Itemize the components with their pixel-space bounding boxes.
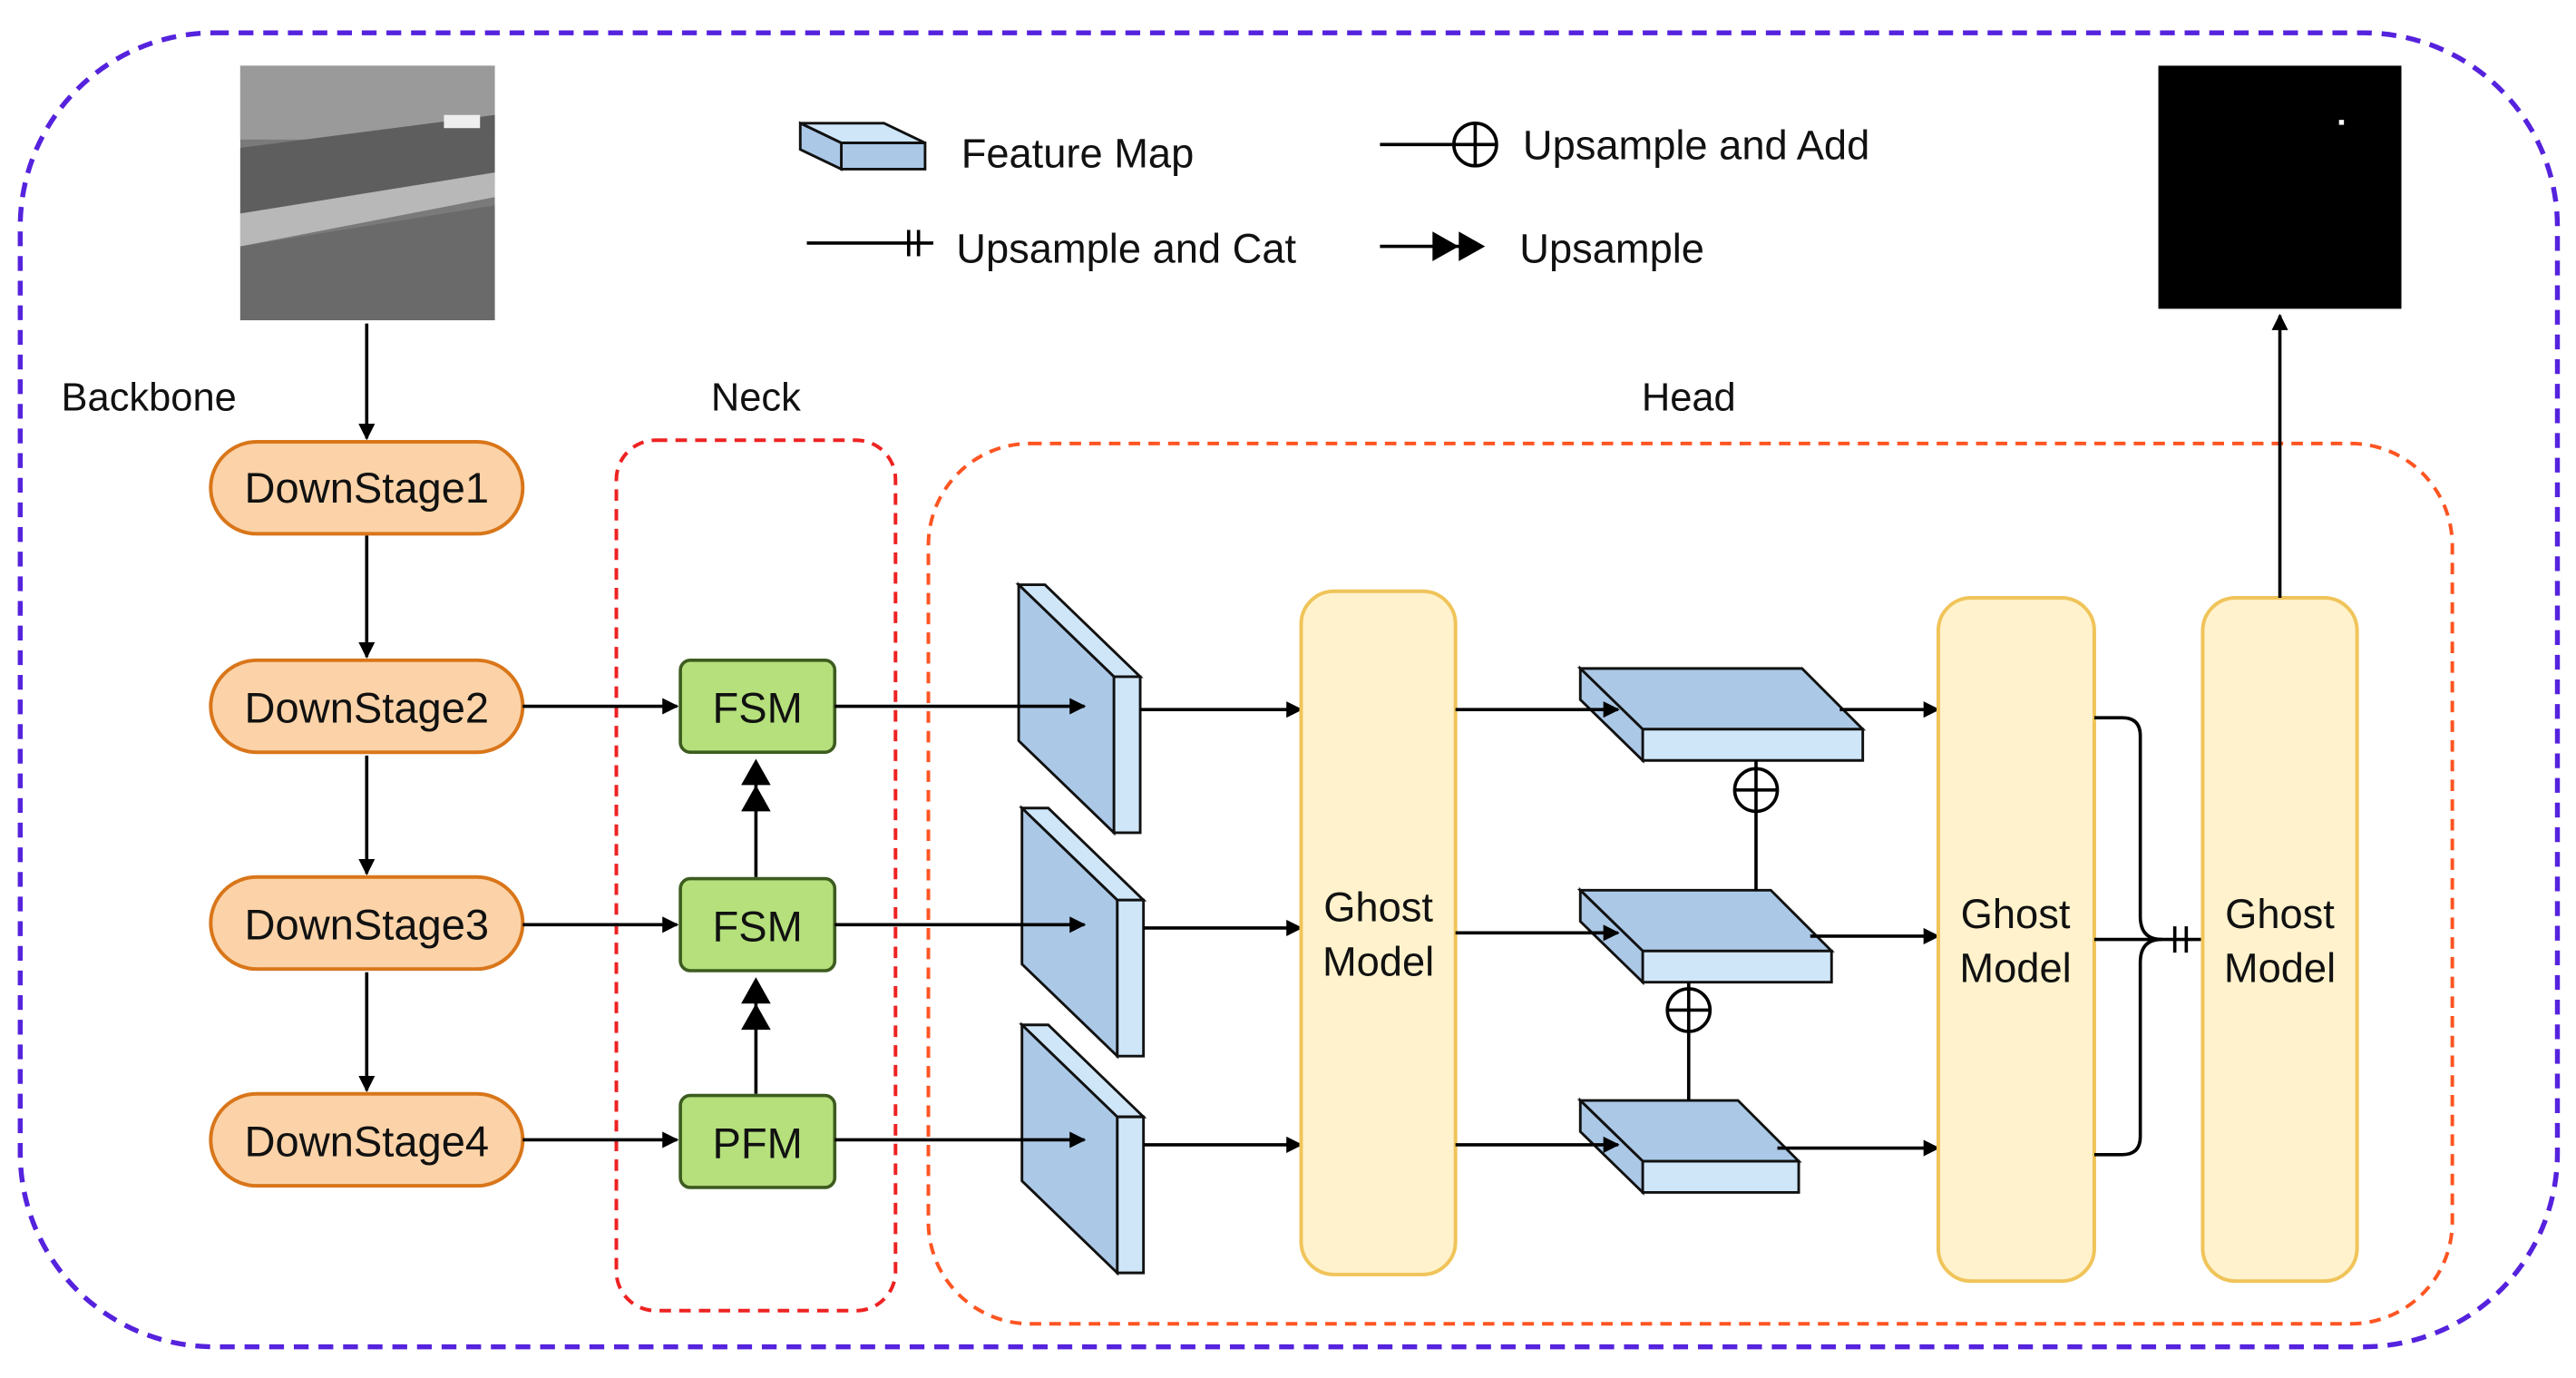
neck-to-feature-arrows [834, 698, 1087, 1148]
ghost-model-2-line2: Model [1959, 945, 2071, 992]
downstage-3-label: DownStage3 [245, 901, 489, 949]
feature-map-horizontal-2 [1576, 886, 1835, 986]
legend-upsample-add-label: Upsample and Add [1523, 122, 1869, 169]
upsample-cat-legend-icon [806, 230, 933, 257]
downstage-2: DownStage2 [209, 658, 525, 755]
ghost-model-3: Ghost Model [2200, 596, 2359, 1284]
ghost-model-1-line2: Model [1322, 938, 1434, 984]
pfm-label: PFM [713, 1119, 803, 1167]
head-title: Head [1642, 376, 1736, 420]
downstage-4-label: DownStage4 [245, 1118, 489, 1166]
head-border [926, 441, 2454, 1326]
input-image [239, 65, 495, 321]
neck-title: Neck [711, 376, 801, 420]
fsm-top-label: FSM [713, 684, 803, 732]
fsm-mid-module: FSM [678, 876, 837, 972]
backbone-to-neck-arrows [522, 698, 679, 1148]
ghost-model-1-line1: Ghost [1323, 884, 1433, 931]
legend: Feature Map Upsample and Add Upsample an… [798, 121, 1869, 272]
feature-to-ghost2-arrows [1777, 701, 1940, 1157]
feature-map-vertical-3 [1019, 1021, 1147, 1276]
backbone-title: Backbone [62, 376, 237, 420]
feature-map-horizontal-1 [1576, 665, 1867, 764]
neck-border [614, 438, 898, 1313]
ghost-model-2: Ghost Model [1936, 596, 2096, 1284]
fsm-top-module: FSM [678, 659, 837, 755]
ghost-model-1: Ghost Model [1299, 589, 1458, 1276]
feature-map-horizontal-3 [1576, 1097, 1802, 1196]
downstage-3: DownStage3 [209, 875, 525, 972]
feature-map-legend-icon [798, 121, 927, 171]
ghost-model-2-line1: Ghost [1961, 891, 2071, 937]
feature-map-vertical-2 [1019, 805, 1147, 1060]
downstage-1-label: DownStage1 [245, 464, 489, 512]
downstage-1: DownStage1 [209, 440, 525, 536]
legend-upsample-cat-label: Upsample and Cat [956, 226, 1296, 272]
legend-feature-map-label: Feature Map [961, 131, 1195, 177]
output-mask-image [2158, 65, 2402, 309]
downstage-4: DownStage4 [209, 1091, 525, 1188]
upsample-legend-icon [1380, 231, 1486, 261]
feature-to-ghost1-arrows [1140, 701, 1303, 1153]
upsample-add-connectors [1665, 760, 1780, 1101]
ghost1-to-feature-arrows [1455, 701, 1620, 1153]
upsample-cat-connector [2093, 716, 2201, 1157]
upsample-add-legend-icon [1380, 121, 1498, 168]
neck-upsample-arrows [741, 758, 771, 1094]
legend-upsample-label: Upsample [1519, 226, 1704, 272]
outer-border [17, 30, 2561, 1350]
ghost-model-3-line2: Model [2224, 945, 2336, 992]
ghost-model-3-line1: Ghost [2225, 891, 2335, 937]
fsm-mid-label: FSM [713, 902, 803, 950]
feature-map-vertical-1 [1015, 581, 1144, 836]
pfm-module: PFM [678, 1093, 837, 1189]
downstage-2-label: DownStage2 [245, 684, 489, 732]
